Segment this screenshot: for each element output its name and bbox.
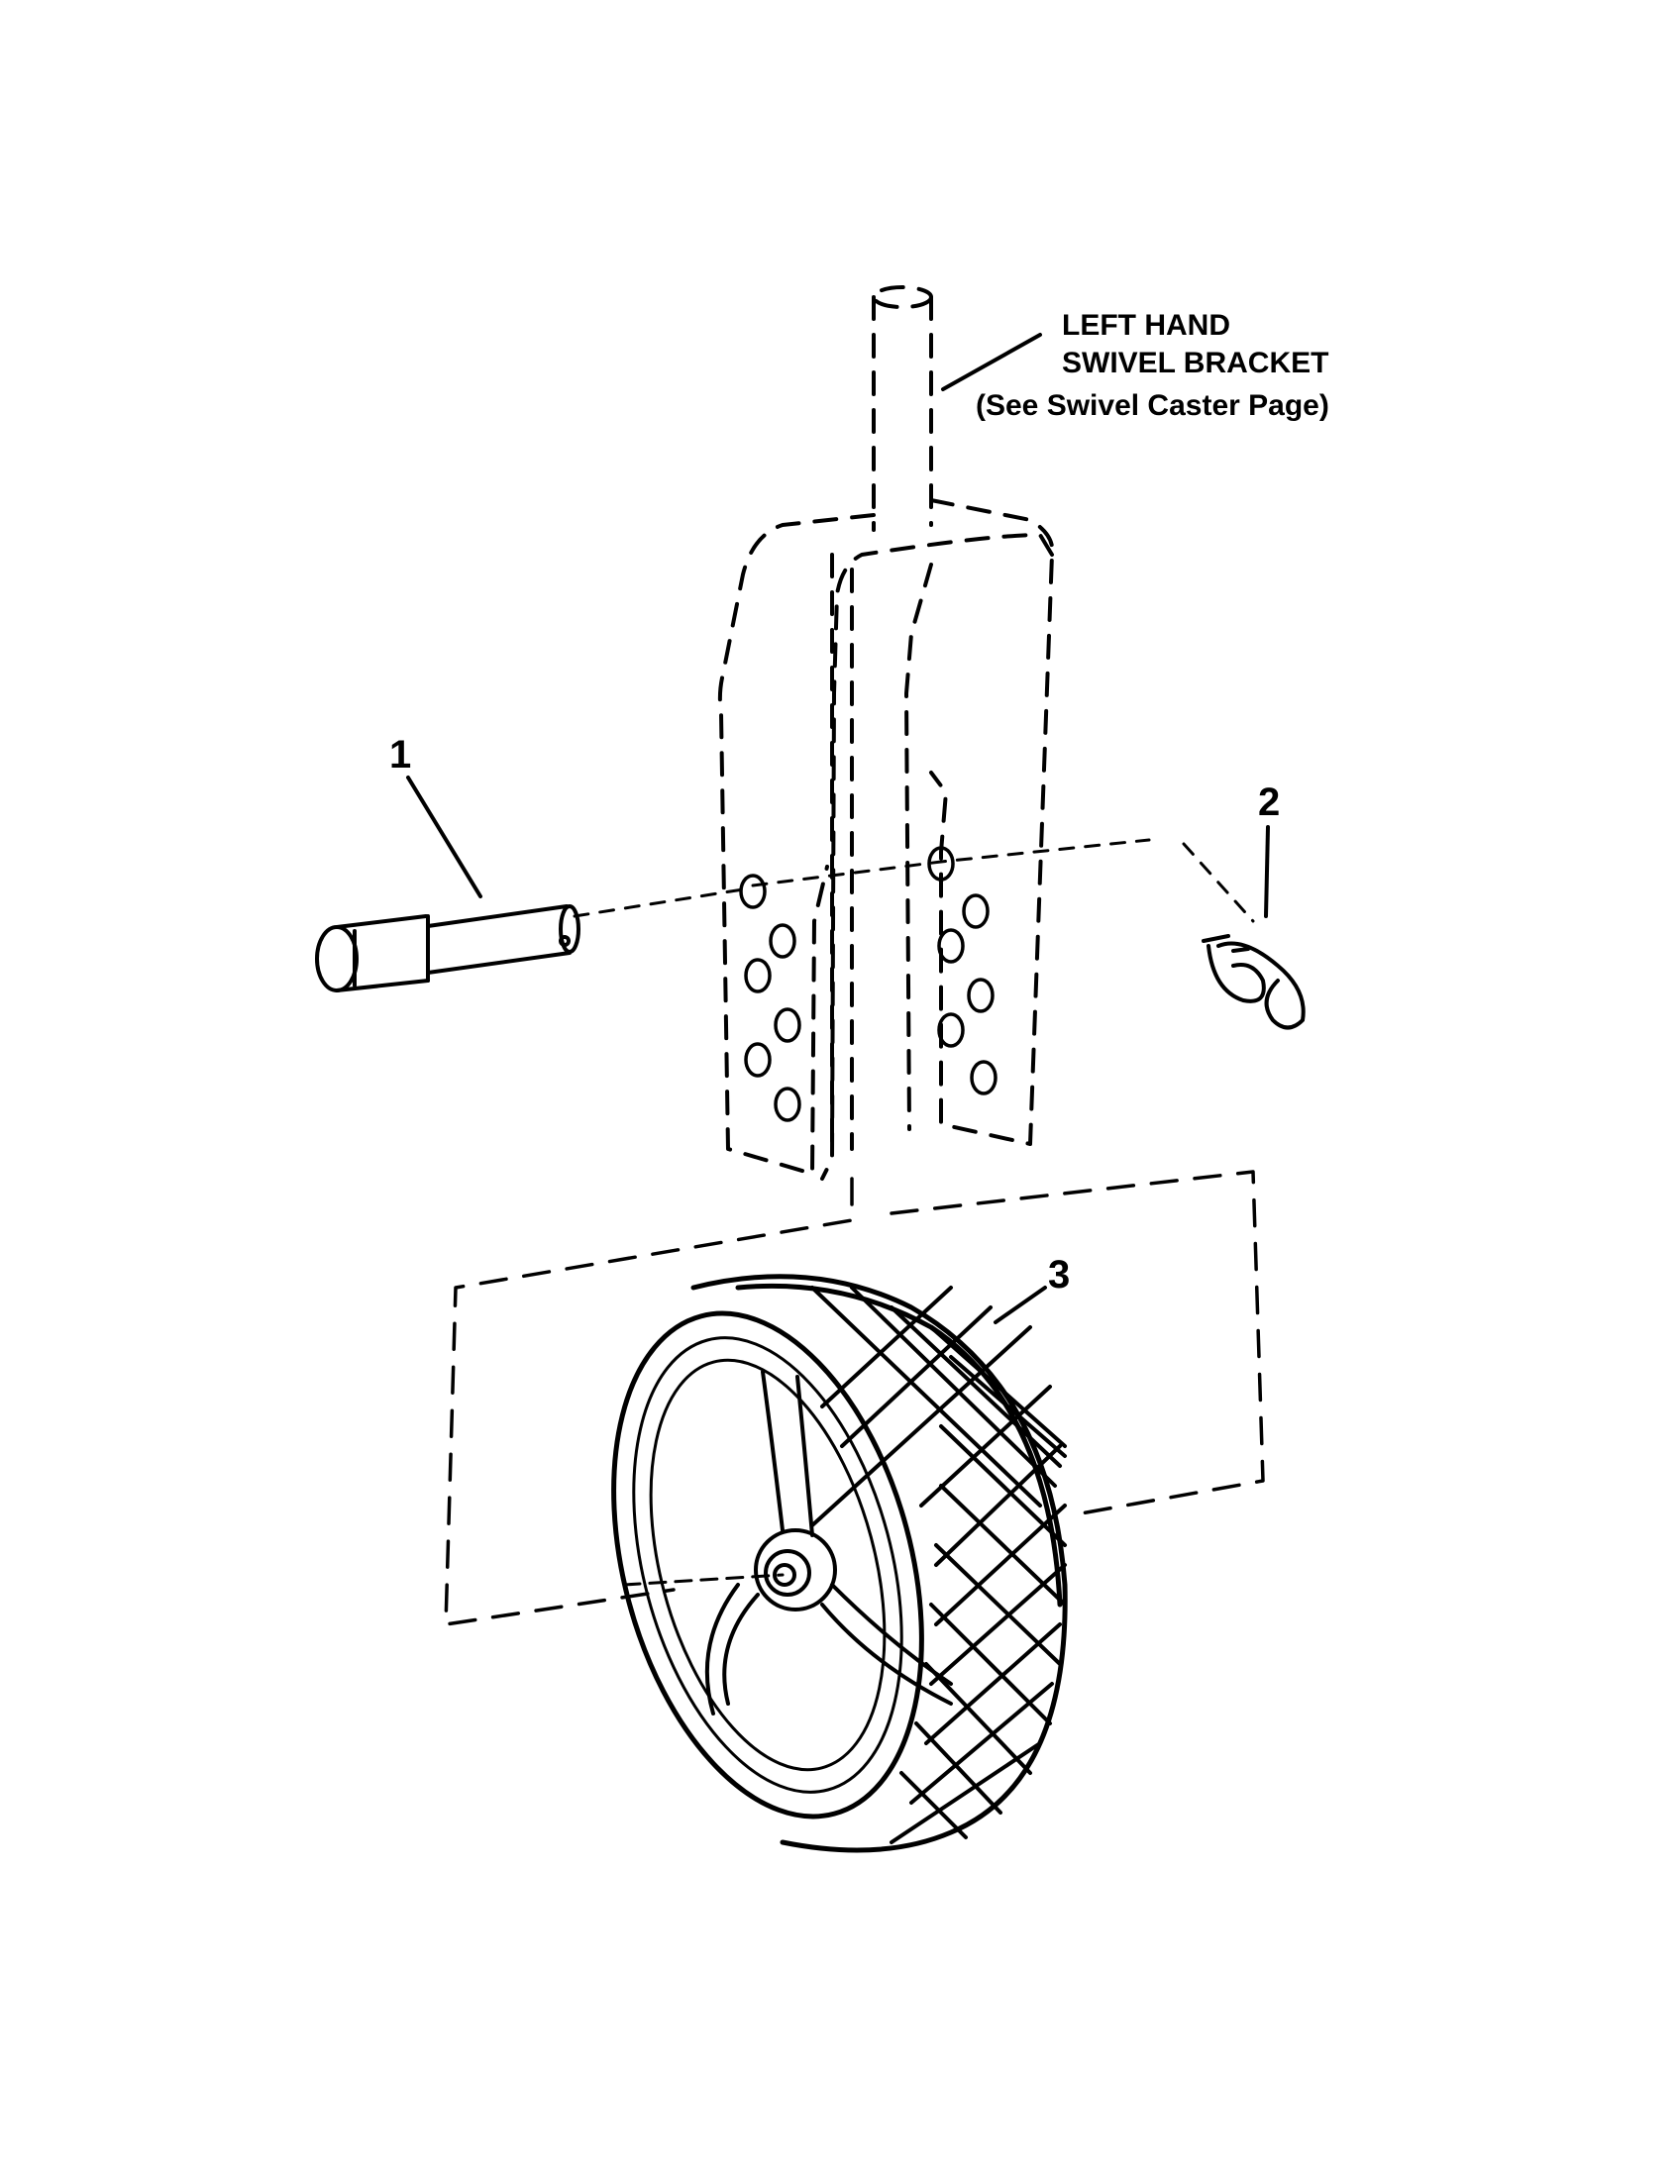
bracket-label-line1: LEFT HAND bbox=[1062, 309, 1230, 342]
part-number-2: 2 bbox=[1258, 780, 1281, 824]
part-1-leader bbox=[408, 778, 480, 896]
bracket-holes bbox=[741, 848, 996, 1120]
axle-centerline bbox=[575, 840, 1253, 921]
wheel-hub bbox=[707, 1372, 951, 1714]
wheel bbox=[563, 1277, 1066, 1851]
swivel-bracket-fork bbox=[720, 500, 1052, 1179]
bracket-leader-line bbox=[943, 335, 1040, 389]
part-2-leader bbox=[1266, 827, 1268, 916]
axle-bolt bbox=[317, 906, 578, 990]
wheel-axis-line bbox=[624, 1575, 783, 1585]
wheel-tread bbox=[812, 1288, 1065, 1842]
bracket-label-line2: SWIVEL BRACKET bbox=[1062, 347, 1329, 379]
part-3-leader bbox=[996, 1288, 1045, 1322]
part-number-1: 1 bbox=[389, 733, 412, 777]
assembly-guide-lines bbox=[446, 1172, 1263, 1624]
bracket-label-line3: (See Swivel Caster Page) bbox=[976, 389, 1329, 422]
swivel-bracket-stem bbox=[874, 287, 931, 530]
part-number-3: 3 bbox=[1048, 1253, 1071, 1297]
hairpin-cotter bbox=[1204, 936, 1304, 1028]
